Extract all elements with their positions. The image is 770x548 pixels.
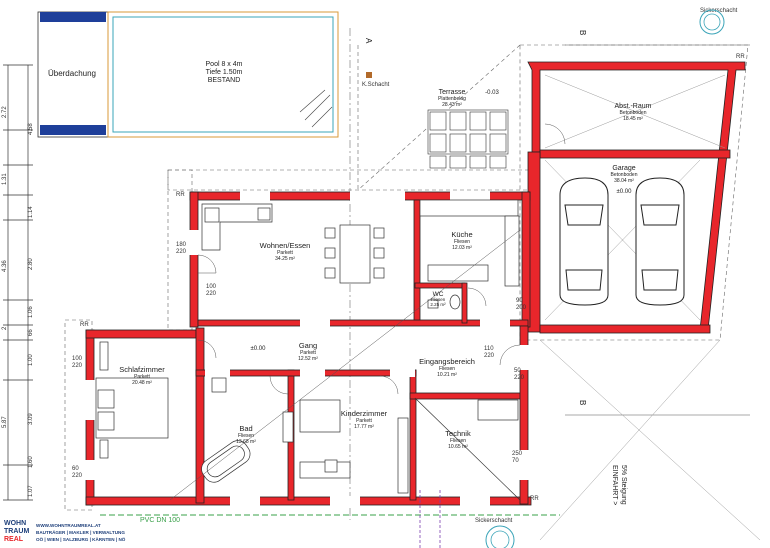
room-floor-eingang: Fliesen — [439, 366, 455, 372]
dim-label: 66 — [28, 329, 34, 336]
rr-label: RR — [176, 192, 185, 198]
pool-line3: BESTAND — [208, 77, 241, 84]
room-floor-gang: Parkett — [300, 350, 316, 356]
dim-label: 1.31 — [2, 173, 8, 185]
pool-line2: Tiefe 1.50m — [206, 69, 243, 76]
pool-line1: Pool 8 x 4m — [206, 61, 243, 68]
room-floor-terrasse: Plattenbelag — [438, 96, 466, 102]
room-name-garage: Garage — [612, 165, 635, 172]
dim-label: 1.07 — [28, 485, 34, 497]
room-name-technik: Technik — [445, 429, 471, 438]
room-labels: Wohnen/Essen Parkett 34.25 m² Küche Flie… — [119, 230, 475, 450]
section-diagonal — [169, 229, 521, 501]
brand-regions: OÖ | WIEN | SALZBURG | KÄRNTEN | NÖ — [36, 537, 126, 542]
einfahrt-label-1: EINFAHRT > — [611, 465, 618, 505]
section-b-bottom: B — [578, 400, 587, 405]
brand-tagline: BAUTRÄGER | MAKLER | VERWALTUNG — [36, 530, 125, 535]
room-floor-garage: Betonboden — [611, 172, 638, 178]
dim-label: 2.80 — [28, 258, 34, 270]
logo-line2: TRAUM — [4, 528, 30, 535]
room-area-eingang: 10.21 m² — [437, 372, 457, 378]
logo-line1: WOHN — [4, 520, 27, 527]
room-area-terrasse: 28.43 m² — [442, 102, 462, 108]
room-name-abst-raum: Abst.-Raum — [615, 103, 652, 110]
rr-label: RR — [80, 322, 89, 328]
room-name-kinder: Kinderzimmer — [341, 409, 388, 418]
sickerschacht-bottom: Sickerschacht — [475, 518, 513, 524]
brand-logo: WOHN TRAUM REAL — [4, 520, 32, 546]
door-swings — [197, 123, 566, 395]
room-floor-abst-raum: Betonboden — [620, 110, 647, 116]
site-features: PVC DN 100 Sickerschacht EINFAHRT > 5% S… — [100, 339, 761, 548]
room-name-gang: Gang — [299, 341, 317, 350]
logo-line3: REAL — [4, 536, 24, 543]
room-floor-bad: Fliesen — [238, 433, 254, 439]
furniture — [95, 199, 521, 501]
room-name-kueche: Küche — [451, 230, 472, 239]
room-name-bad: Bad — [239, 424, 252, 433]
dim-label: 2.72 — [2, 106, 8, 118]
room-area-garage: 38.04 m² — [614, 178, 634, 184]
room-name-schlafzimmer: Schlafzimmer — [119, 365, 165, 374]
room-area-kueche: 12.03 m² — [452, 245, 472, 251]
rr-label: RR — [736, 54, 745, 60]
room-area-technik: 10.65 m² — [448, 444, 468, 450]
level-gang: ±0.00 — [251, 346, 267, 352]
room-floor-kinder: Parkett — [356, 418, 372, 424]
room-area-bad: 13.68 m² — [236, 439, 256, 445]
dim-label: 1.14 — [28, 206, 34, 218]
dim-label: 1.06 — [28, 306, 34, 318]
level-terrasse: -0.03 — [485, 90, 499, 96]
room-floor-kueche: Fliesen — [454, 239, 470, 245]
room-area-gang: 12.52 m² — [298, 356, 318, 362]
garage-block: Abst.-Raum Betonboden 18.45 m² Garage Be… — [519, 8, 749, 341]
left-dimension-chain: 2.72 4.58 1.31 1.14 4.36 2.80 1.06 2 66 … — [2, 64, 34, 501]
level-garage: ±0.00 — [617, 189, 633, 195]
room-floor-technik: Fliesen — [450, 438, 466, 444]
room-area-wc: 2.25 m² — [430, 302, 446, 307]
brand-url: WWW.WOHNTRAUMREAL.AT — [36, 523, 101, 528]
room-area-wohnen: 34.25 m² — [275, 256, 295, 262]
room-area-abst-raum: 18.45 m² — [623, 116, 643, 122]
dim-label: 4.36 — [2, 260, 8, 272]
room-area-schlafzimmer: 20.48 m² — [132, 380, 152, 386]
einfahrt-label-2: 5% Steigung — [620, 465, 627, 505]
dim-label: 4.58 — [28, 123, 34, 135]
kschacht-label: K.Schacht — [362, 82, 390, 88]
dim-label: 5.87 — [2, 416, 8, 428]
room-floor-schlafzimmer: Parkett — [134, 374, 150, 380]
dim-label: 3.09 — [28, 413, 34, 425]
section-b-top: B — [578, 30, 587, 35]
sickerschacht-top: Sickerschacht — [700, 8, 738, 14]
house-walls — [64, 169, 532, 511]
room-name-ueberdachung: Überdachung — [48, 69, 96, 78]
dim-label: 1.00 — [28, 354, 34, 366]
room-name-wc: WC — [433, 291, 444, 298]
pool-area: Überdachung Pool 8 x 4m Tiefe 1.50m BEST… — [37, 11, 339, 138]
room-area-kinder: 17.77 m² — [354, 424, 374, 430]
room-name-eingang: Eingangsbereich — [419, 357, 475, 366]
brand-block: WOHN TRAUM REAL WWW.WOHNTRAUMREAL.AT BAU… — [4, 520, 144, 546]
room-floor-wc: Fliesen — [431, 297, 446, 302]
rr-label: RR — [530, 496, 539, 502]
dim-label: 2 — [2, 326, 8, 330]
room-floor-wohnen: Parkett — [277, 250, 293, 256]
room-name-wohnen: Wohnen/Essen — [260, 241, 311, 250]
pvc-label: PVC DN 100 — [140, 517, 180, 524]
brand-lines: WWW.WOHNTRAUMREAL.AT BAUTRÄGER | MAKLER … — [36, 522, 125, 543]
terrace: K.Schacht Terrasse Plattenbelag 28.43 m²… — [167, 44, 531, 191]
room-name-terrasse: Terrasse — [439, 89, 466, 96]
dim-label: 1.60 — [28, 456, 34, 468]
section-a-top: A — [364, 38, 373, 44]
